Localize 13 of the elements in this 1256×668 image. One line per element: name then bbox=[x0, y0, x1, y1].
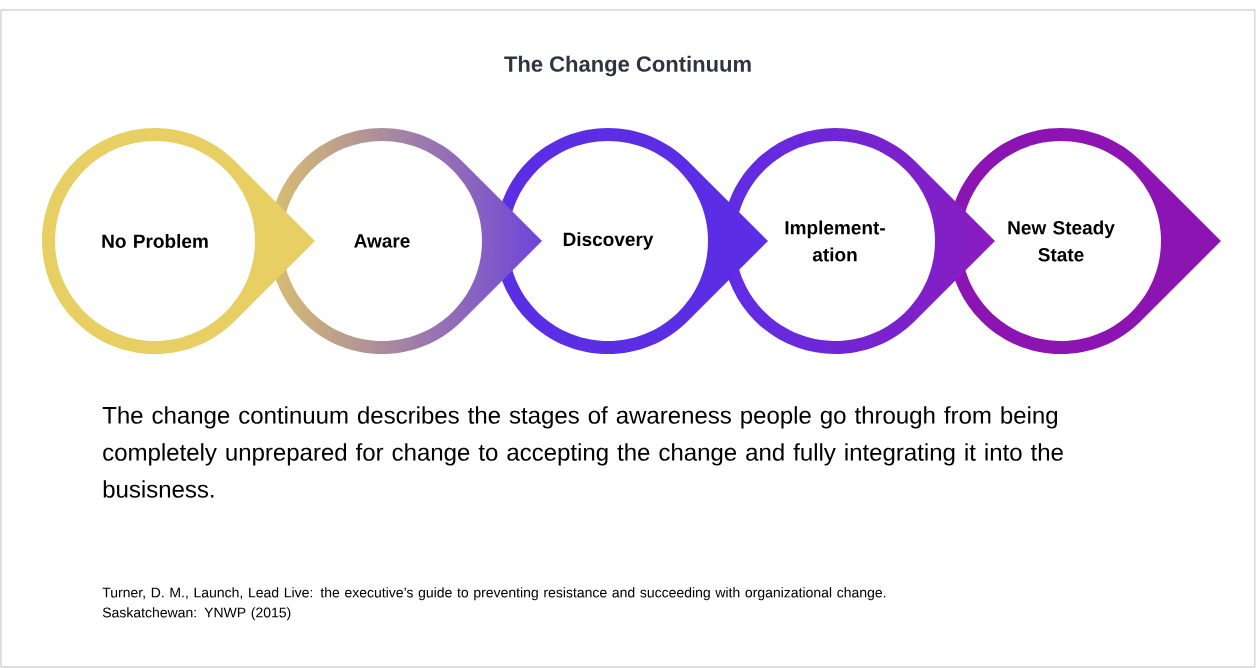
node-label: No Problem bbox=[102, 234, 208, 248]
stage-ring: New Steady State bbox=[961, 141, 1161, 341]
caption: The change continuum describes the stages of awareness people go through from being completely unprepared for change to accepting the change and fully integrating it into the busisness. bbox=[102, 406, 1063, 498]
node-label: Aware bbox=[354, 234, 410, 248]
node-label: Implement-ation bbox=[785, 220, 885, 262]
stage-ring: Implement-ation bbox=[735, 141, 935, 341]
node-label: New Steady State bbox=[1008, 220, 1115, 262]
title: The Change Continuum bbox=[504, 55, 751, 77]
stage-ring: Discovery bbox=[508, 141, 708, 341]
citation: Turner, D. M., Launch, Lead Live: the executive’s guide to preventing resistance and succeeding with organizational change. Saskatchewan: YNWP (2015) bbox=[102, 587, 886, 621]
stage-ring: Aware bbox=[282, 141, 482, 341]
stage-ring: No Problem bbox=[55, 141, 255, 341]
node-label: Discovery bbox=[563, 232, 654, 250]
